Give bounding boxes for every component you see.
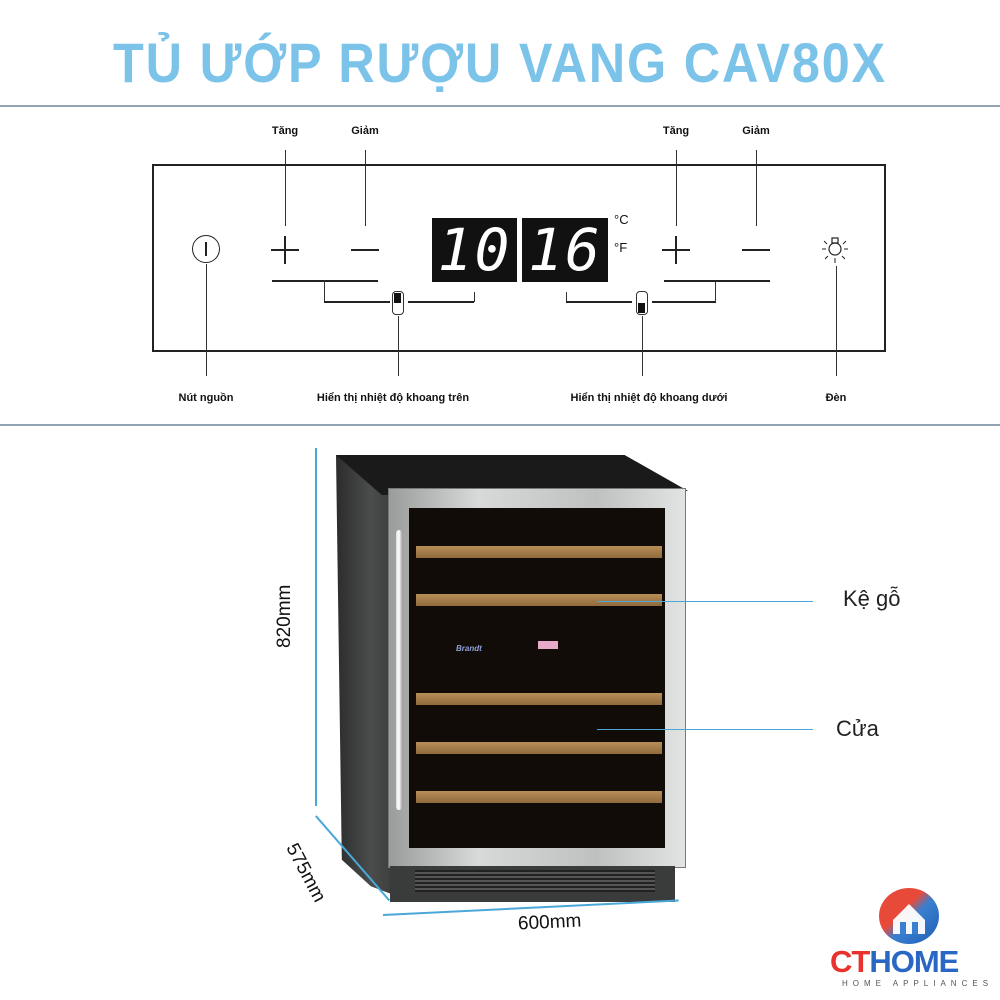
leader-line: [206, 264, 207, 376]
bracket-line: [408, 301, 474, 303]
height-dimension-line: [315, 448, 317, 806]
door-handle: [396, 530, 402, 810]
leader-line: [365, 150, 366, 226]
cabinet-side: [336, 455, 394, 895]
light-bulb-icon[interactable]: [820, 235, 850, 265]
bracket-line: [652, 301, 716, 303]
logo-ct: CT: [830, 944, 870, 979]
bracket-line: [566, 292, 567, 302]
divider-top: [0, 105, 1000, 107]
bracket-line: [324, 301, 390, 303]
bracket-line: [272, 280, 378, 282]
wooden-shelf: [416, 693, 662, 705]
logo-tagline: HOME APPLIANCES: [842, 979, 994, 988]
lower-display-label: Hiển thị nhiệt độ khoang dưới: [570, 392, 728, 404]
depth-dimension-label: 575mm: [281, 840, 330, 906]
left-decrease-label: Giảm: [351, 125, 379, 137]
door-callout-label: Cửa: [836, 716, 879, 741]
celsius-unit: °C: [614, 212, 629, 227]
bracket-line: [474, 292, 475, 302]
light-label: Đèn: [825, 392, 847, 404]
width-dimension-label: 600mm: [517, 910, 582, 935]
wooden-shelf: [416, 742, 662, 754]
upper-zone-indicator: [392, 291, 404, 315]
bracket-line: [664, 280, 770, 282]
height-value: 820mm: [274, 584, 295, 648]
divider-middle: [0, 424, 1000, 426]
control-panel: [152, 164, 886, 352]
wooden-shelf: [416, 594, 662, 606]
ventilation-grille: [415, 870, 655, 892]
leader-line: [642, 316, 643, 376]
lower-zone-indicator: [636, 291, 648, 315]
right-increase-label: Tăng: [662, 125, 690, 137]
fahrenheit-unit: °F: [614, 240, 628, 255]
power-icon[interactable]: [192, 235, 220, 263]
page-title: TỦ ƯỚP RƯỢU VANG CAV80X: [113, 31, 887, 94]
logo-wordmark: CTHOME: [830, 944, 959, 980]
left-minus-button[interactable]: [351, 249, 379, 251]
bracket-line: [715, 280, 716, 302]
bracket-line: [324, 280, 325, 302]
house-logo-icon: [879, 888, 939, 944]
cabinet-display: [538, 641, 558, 649]
right-minus-button[interactable]: [742, 249, 770, 251]
bracket-line: [566, 301, 632, 303]
wooden-shelf: [416, 546, 662, 558]
leader-line: [756, 150, 757, 226]
left-increase-label: Tăng: [271, 125, 299, 137]
shelf-callout-label: Kệ gỗ: [843, 586, 901, 611]
upper-display-label: Hiển thị nhiệt độ khoang trên: [316, 392, 470, 404]
power-label: Nút nguồn: [178, 392, 234, 404]
shelf-callout-line: [597, 601, 813, 602]
left-plus-button[interactable]: [271, 236, 299, 264]
wooden-shelf: [416, 791, 662, 803]
brand-logo: Brandt: [456, 644, 482, 653]
right-decrease-label: Giảm: [742, 125, 770, 137]
lower-temp-display: 16: [522, 218, 608, 282]
leader-line: [398, 316, 399, 376]
leader-line: [285, 150, 286, 226]
leader-line: [676, 150, 677, 226]
upper-temp-display: 10: [432, 218, 517, 282]
door-callout-line: [597, 729, 813, 730]
logo-home: HOME: [869, 944, 959, 979]
right-plus-button[interactable]: [662, 236, 690, 264]
leader-line: [836, 266, 837, 376]
